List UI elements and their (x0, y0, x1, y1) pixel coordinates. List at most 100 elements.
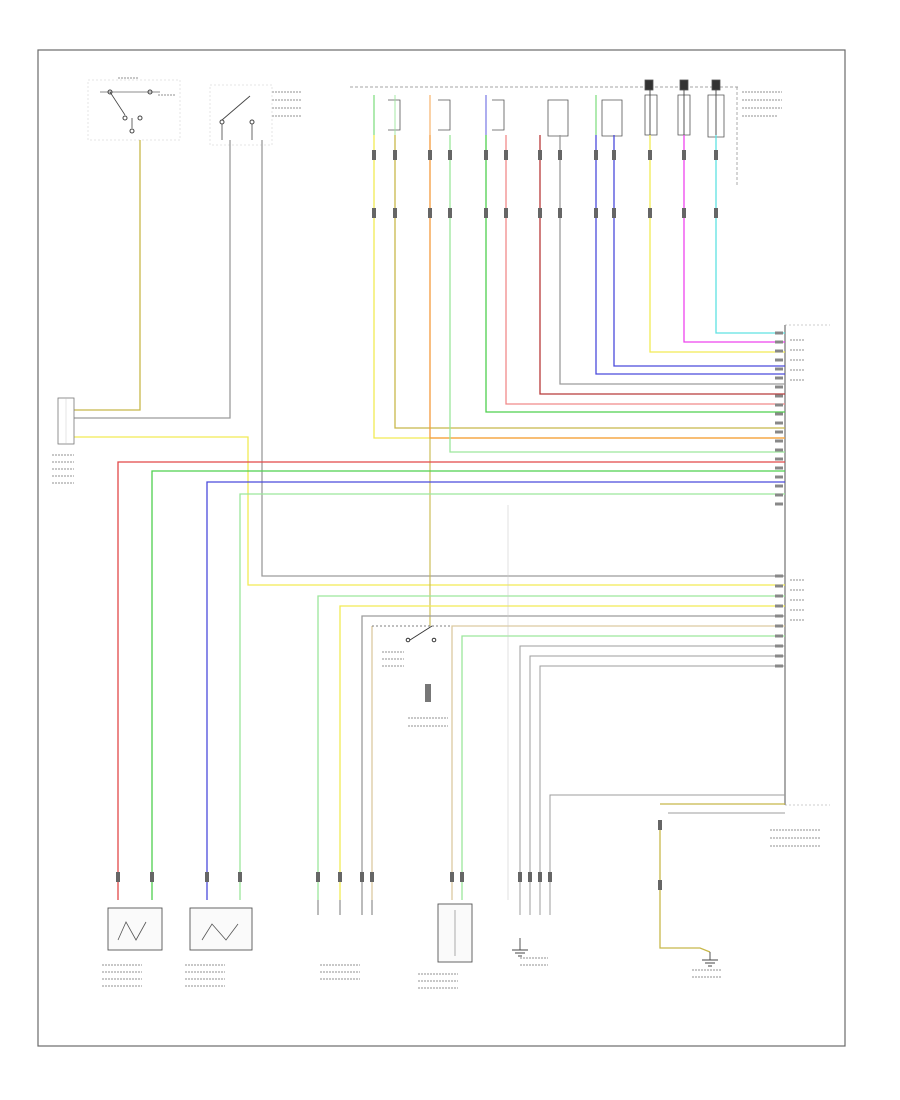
engine-control-module (784, 324, 830, 806)
ground-point-right (702, 952, 718, 967)
connector-plug (150, 872, 154, 882)
connector-plug (460, 872, 464, 882)
ecm-pin (775, 654, 783, 658)
connector-plug (448, 150, 452, 160)
engine-coolant-temperature-sensor (437, 903, 473, 963)
connector-plug (448, 208, 452, 218)
wire-9 (485, 135, 785, 413)
ecm-pin (775, 484, 783, 488)
ecm-pin (775, 624, 783, 628)
connector-plug (518, 872, 522, 882)
wires-group (74, 90, 785, 953)
turbine-speed-sensor (189, 907, 253, 951)
ecm-pin (775, 403, 783, 407)
connector-plug (528, 872, 532, 882)
wire-2 (74, 140, 231, 419)
wire-37 (519, 645, 785, 915)
connector-plug (594, 208, 598, 218)
ecm-pin (775, 457, 783, 461)
connector-plug (558, 150, 562, 160)
wire-1 (74, 140, 141, 411)
connector-plug (648, 150, 652, 160)
ecm-pin (775, 604, 783, 608)
wire-6 (394, 135, 785, 429)
connector-plug (338, 872, 342, 882)
connector-plug (538, 208, 542, 218)
connector-plug (504, 208, 508, 218)
wire-27 (117, 461, 785, 900)
connector-plug (594, 150, 598, 160)
ecm-pin (775, 331, 783, 335)
connector-plug (658, 820, 662, 830)
wire-29 (206, 481, 785, 900)
throttle-position-sensor (317, 900, 373, 915)
ecm-pin (775, 614, 783, 618)
connector-plug (393, 208, 397, 218)
wire-17 (715, 135, 785, 334)
wire-15 (649, 135, 785, 353)
connector-plug (372, 208, 376, 218)
connector-plug (360, 872, 364, 882)
connector-plug (612, 150, 616, 160)
wire-10 (505, 135, 785, 405)
ecm-pin (775, 421, 783, 425)
ecm-pin (775, 502, 783, 506)
park-neutral-position-switch (209, 84, 273, 146)
wire-14 (613, 135, 785, 367)
ecm-pin (775, 594, 783, 598)
wire-5 (373, 135, 785, 439)
connector-plug (548, 872, 552, 882)
wire-11 (539, 135, 785, 395)
connector-plug (558, 208, 562, 218)
connector-plug (238, 872, 242, 882)
connector-plug (658, 880, 662, 890)
ecm-pin (775, 394, 783, 398)
ecm-pin (775, 358, 783, 362)
ecm-pin (775, 430, 783, 434)
ecm-pin (775, 412, 783, 416)
diagram-frame (37, 49, 846, 1047)
connector-plug (648, 208, 652, 218)
connector-plug (682, 208, 686, 218)
ecm-pin-markers (775, 331, 783, 668)
ecm-pin (775, 634, 783, 638)
ecm-pin (775, 349, 783, 353)
wire-3 (261, 140, 785, 577)
wire-8 (449, 135, 785, 453)
connector-plug (428, 208, 432, 218)
wire-28 (151, 470, 785, 900)
wire-39 (539, 665, 785, 915)
wire-36 (461, 635, 785, 900)
connector-plug (393, 150, 397, 160)
ecm-pin (775, 376, 783, 380)
ecm-pin (775, 367, 783, 371)
connector-plug (538, 872, 542, 882)
transmission-solenoid-connectors (388, 79, 725, 138)
wire-4 (74, 436, 785, 586)
connector-plug (316, 872, 320, 882)
wire-13 (595, 135, 785, 375)
connector-plug (504, 150, 508, 160)
wire-12 (559, 135, 785, 385)
wire-35 (451, 625, 785, 900)
ecm-pin (775, 574, 783, 578)
ecm-pin (775, 448, 783, 452)
illegible-label-marks (52, 77, 820, 989)
wire-7 (429, 135, 785, 439)
ground-point-left (512, 938, 528, 957)
ecm-pin (775, 385, 783, 389)
connector-plug (612, 208, 616, 218)
ecm-pin (775, 466, 783, 470)
connector-plug (682, 150, 686, 160)
connector-plug (116, 872, 120, 882)
connector-plug (484, 208, 488, 218)
connector-plug (714, 208, 718, 218)
wire-42 (659, 830, 711, 953)
wire-16 (683, 135, 785, 343)
wire-30 (239, 493, 785, 900)
ecm-pin (775, 644, 783, 648)
ecm-pin (775, 439, 783, 443)
ecm-pin (775, 475, 783, 479)
connector-plug (428, 150, 432, 160)
